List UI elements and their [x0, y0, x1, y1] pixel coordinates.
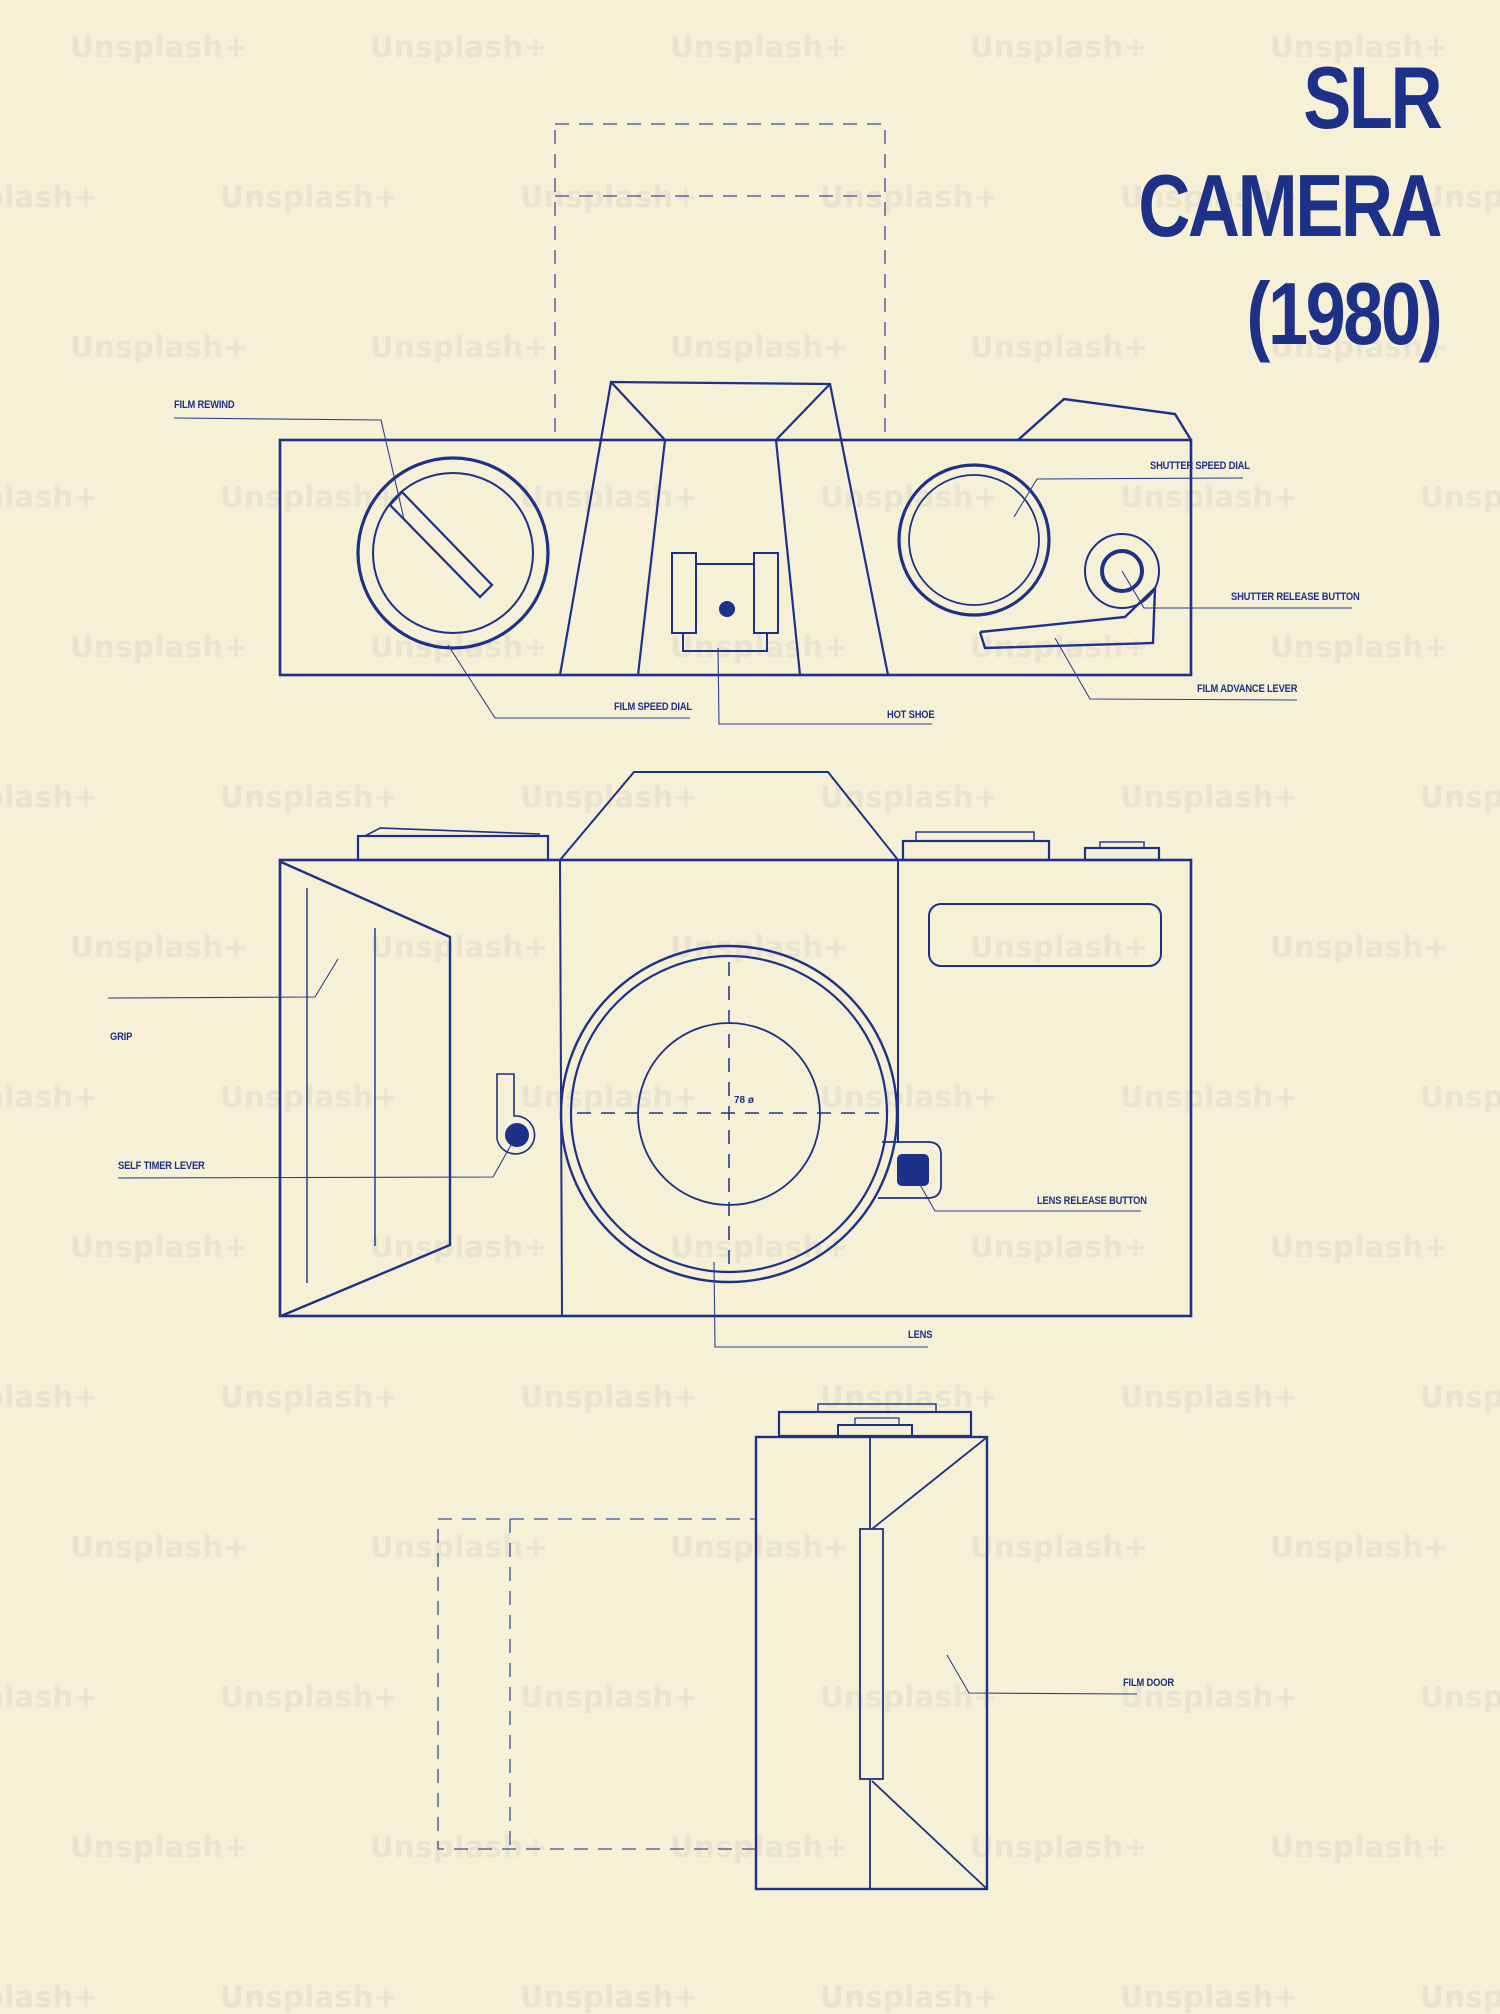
grip	[280, 860, 452, 1318]
label-hot-shoe: HOT SHOE	[887, 709, 935, 721]
poster-title: SLR CAMERA (1980)	[1138, 44, 1442, 368]
shutter-release	[1084, 533, 1160, 609]
shutter-speed-dial	[897, 463, 1051, 617]
top-view	[173, 123, 1352, 725]
label-lens-release-button: LENS RELEASE BUTTON	[1037, 1195, 1147, 1207]
self-timer-lever	[496, 1073, 536, 1155]
label-lens: LENS	[908, 1329, 933, 1341]
label-grip: GRIP	[110, 1031, 133, 1043]
side-body	[754, 1435, 989, 1891]
lens-release-button	[878, 1141, 942, 1199]
lens-projection-dashed	[554, 123, 886, 441]
title-line-2: CAMERA	[1138, 156, 1442, 255]
side-view	[437, 1403, 1138, 1891]
label-self-timer-lever: SELF TIMER LEVER	[118, 1160, 205, 1172]
top-body	[278, 438, 1193, 677]
label-film-advance-lever: FILM ADVANCE LEVER	[1197, 683, 1298, 695]
label-film-speed-dial: FILM SPEED DIAL	[614, 701, 692, 713]
top-leaders	[173, 417, 1352, 725]
viewfinder-window	[928, 903, 1162, 967]
lens-diameter-dimension: 78 ø	[734, 1095, 755, 1106]
label-film-door: FILM DOOR	[1123, 1677, 1174, 1689]
label-film-rewind: FILM REWIND	[174, 399, 235, 411]
front-body	[278, 858, 1193, 1318]
title-line-1: SLR	[1303, 48, 1442, 147]
lens	[559, 944, 899, 1284]
prism-housing	[558, 380, 890, 676]
front-view	[107, 771, 1193, 1348]
title-line-3: (1980)	[1246, 264, 1442, 363]
film-rewind-knob	[356, 456, 550, 650]
front-leaders	[107, 958, 1141, 1348]
rear-hump	[1017, 397, 1193, 441]
film-advance-lever	[978, 585, 1157, 650]
label-shutter-speed-dial: SHUTTER SPEED DIAL	[1150, 460, 1250, 472]
label-shutter-release-button: SHUTTER RELEASE BUTTON	[1231, 591, 1360, 603]
prism-top	[559, 771, 899, 861]
hot-shoe	[671, 552, 779, 652]
